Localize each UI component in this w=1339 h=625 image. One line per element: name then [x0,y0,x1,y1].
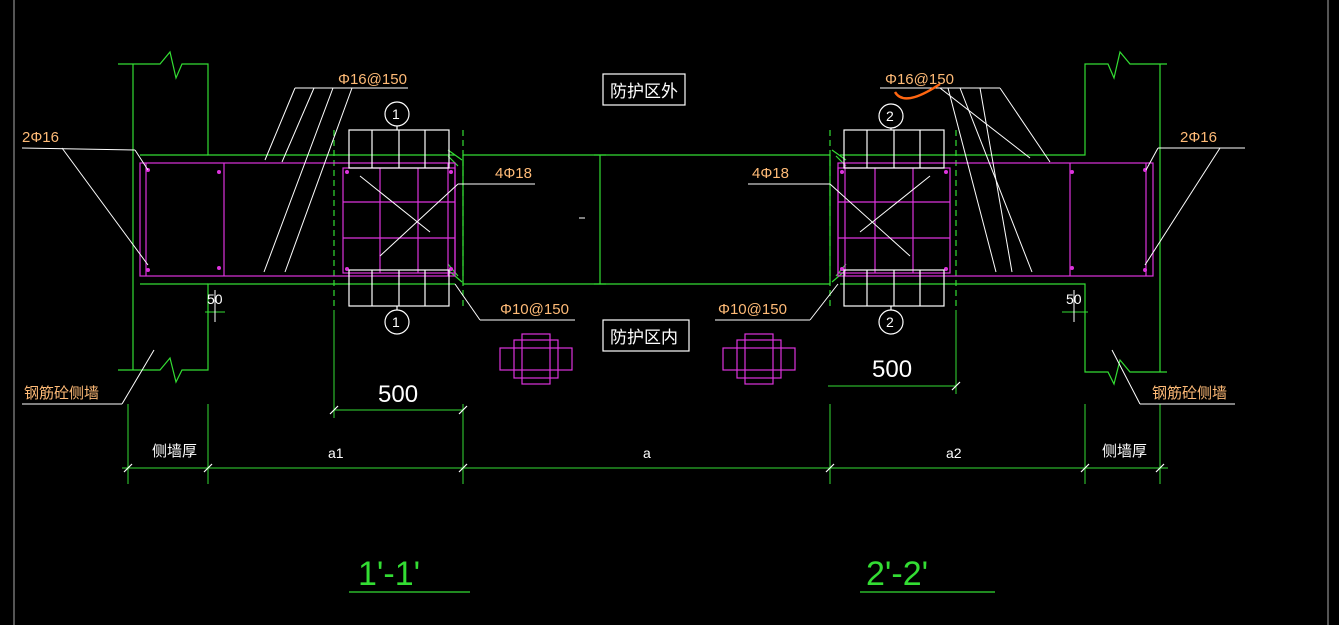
markup-stroke [893,83,941,100]
section-marker-1-bottom: 1 [392,314,400,330]
rebar-side-left-label: 2Φ16 [22,129,59,146]
section-marker-2-top: 2 [886,108,894,124]
section-marker-2-bottom: 2 [886,314,894,330]
wall-right-label: 钢筋砼侧墙 [1152,384,1227,402]
rebar-side-right-label: 2Φ16 [1180,129,1217,146]
dim-a-label: a [643,445,651,461]
dim-a2-label: a2 [946,445,962,461]
dim-wall-right-label: 侧墙厚 [1102,442,1147,460]
section-marker-1-top: 1 [392,106,400,122]
stirrup-left-label: Φ10@150 [500,301,569,318]
wall-outline [118,50,1167,386]
section-title-2: 2'-2' [866,555,928,593]
section-marker-circles [384,101,904,335]
main-bars-left-label: 4Φ18 [495,165,532,182]
dimension-ticks [123,381,1165,473]
inside-zone-label: 防护区内 [610,328,678,348]
main-bars-right-label: 4Φ18 [752,165,789,182]
width-left-label: 500 [378,381,418,408]
rebar-top-left-label: Φ16@150 [338,71,407,88]
stirrup-symbol-right [722,333,796,385]
rebar-dots [146,168,1147,272]
wall-left-label: 钢筋砼侧墙 [24,384,99,402]
width-right-label: 500 [872,356,912,383]
stirrup-symbol-left [499,333,573,385]
text-layer: 防护区外 防护区内 Φ16@150 Φ16@150 2Φ16 2Φ16 4Φ18… [22,71,1227,593]
rebar-top-right-label: Φ16@150 [885,71,954,88]
cover-right-label: 50 [1066,291,1082,307]
leader-lines [21,87,1245,405]
dim-a1-label: a1 [328,445,344,461]
drawing-frame [13,0,1329,625]
outside-zone-label: 防护区外 [610,82,678,102]
dim-wall-left-label: 侧墙厚 [152,442,197,460]
stirrup-right-label: Φ10@150 [718,301,787,318]
section-cut-boxes [348,73,945,352]
dimension-chain [122,310,1168,484]
cover-left-label: 50 [207,291,223,307]
section-title-1: 1'-1' [358,555,420,593]
